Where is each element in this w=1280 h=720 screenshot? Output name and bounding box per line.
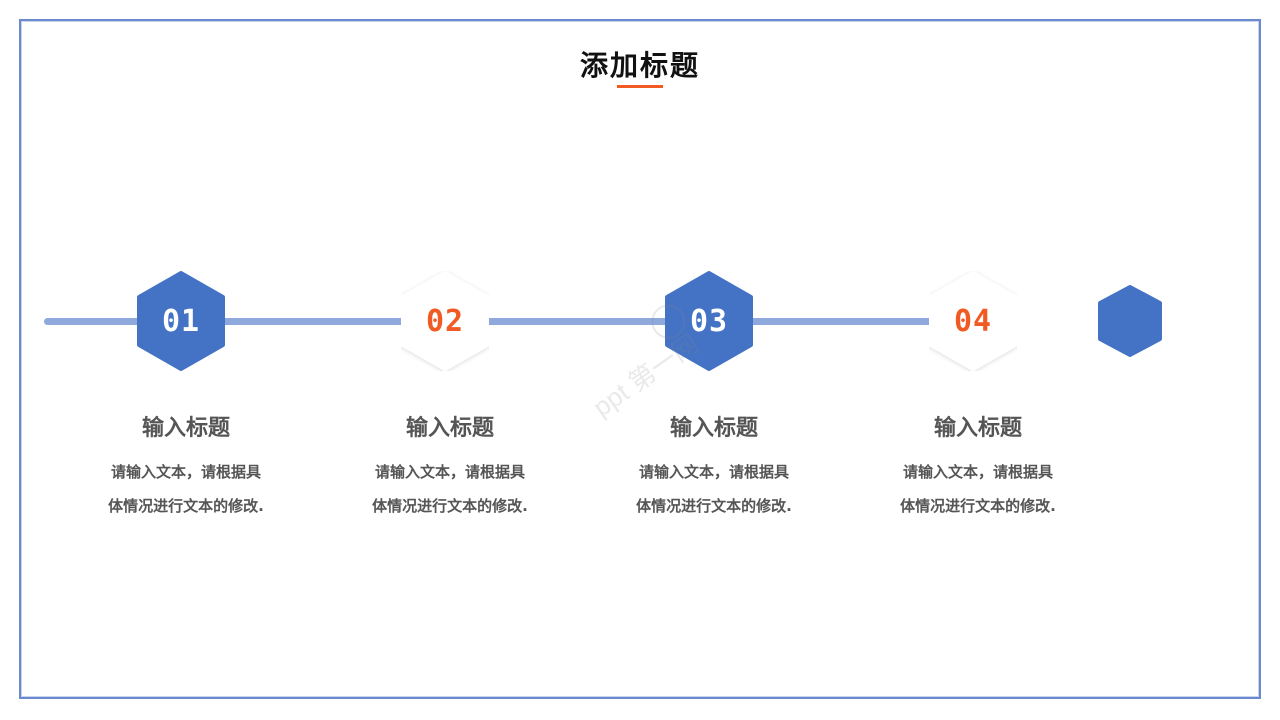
- step-3-hexagon: 03: [665, 271, 753, 371]
- step-2-description: 请输入文本，请根据具 体情况进行文本的修改.: [330, 455, 570, 523]
- watermark-text: ppt 第一网: [587, 328, 704, 422]
- step-4-desc-line-2: 体情况进行文本的修改.: [900, 497, 1056, 515]
- step-4-heading: 输入标题: [933, 416, 1022, 441]
- step-1-heading: 输入标题: [141, 416, 230, 441]
- slide-frame: [19, 19, 1261, 699]
- step-3-heading: 输入标题: [669, 416, 758, 441]
- step-1-desc-line-1: 请输入文本，请根据具: [110, 463, 261, 481]
- title-underline: [617, 85, 663, 88]
- watermark-logo: ppt 第一网: [570, 300, 730, 430]
- step-2-heading: 输入标题: [405, 416, 494, 441]
- step-1-desc-line-2: 体情况进行文本的修改.: [108, 497, 264, 515]
- step-4-description: 请输入文本，请根据具 体情况进行文本的修改.: [858, 455, 1098, 523]
- step-3-number: 03: [689, 303, 729, 339]
- step-2-desc-line-2: 体情况进行文本的修改.: [372, 497, 528, 515]
- step-1-hexagon: 01: [137, 271, 225, 371]
- step-2-desc-line-1: 请输入文本，请根据具: [374, 463, 525, 481]
- timeline-line: [44, 318, 934, 325]
- end-hexagon: [1098, 285, 1162, 357]
- step-3-desc-line-1: 请输入文本，请根据具: [638, 463, 789, 481]
- step-2-hexagon: 02: [401, 271, 489, 371]
- step-4-number: 04: [953, 303, 993, 339]
- step-1-number: 01: [161, 303, 201, 339]
- step-3-description: 请输入文本，请根据具 体情况进行文本的修改.: [594, 455, 834, 523]
- step-4-desc-line-1: 请输入文本，请根据具: [902, 463, 1053, 481]
- step-3-desc-line-2: 体情况进行文本的修改.: [636, 497, 792, 515]
- step-1-description: 请输入文本，请根据具 体情况进行文本的修改.: [66, 455, 306, 523]
- step-2-number: 02: [425, 303, 465, 339]
- slide-title: 添加标题: [579, 49, 700, 82]
- step-4-hexagon: 04: [929, 271, 1017, 371]
